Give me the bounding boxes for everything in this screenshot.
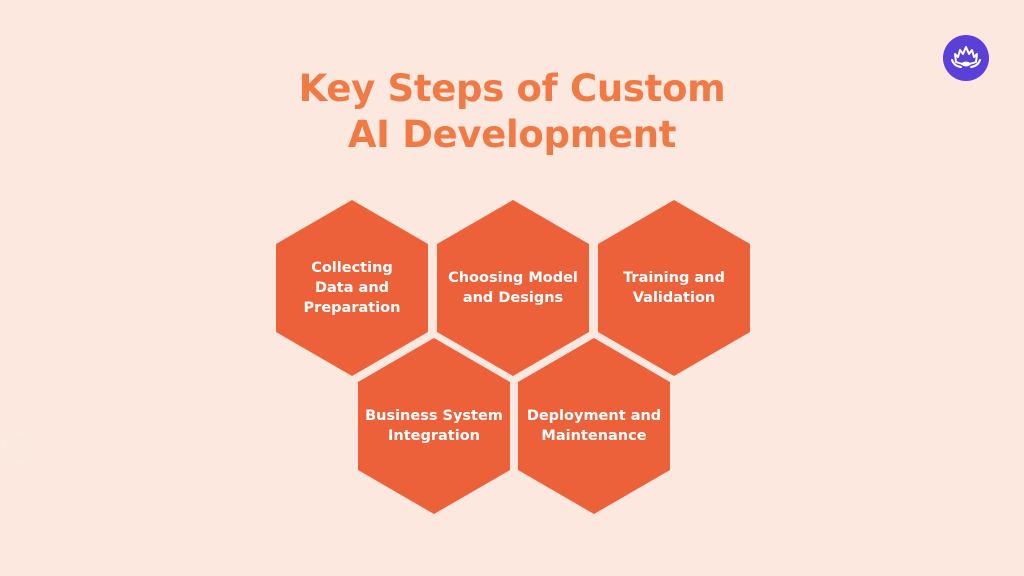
step-label: Business System Integration — [365, 408, 503, 444]
step-label: Choosing Model and Designs — [448, 270, 578, 306]
logo — [943, 35, 989, 81]
step-label: Collecting Data and Preparation — [303, 260, 401, 316]
step-hexagon-choosing-model: Choosing Model and Designs — [437, 200, 589, 376]
step-hexagon-business-integration: Business System Integration — [358, 338, 510, 514]
step-hexagon-deployment-maintenance: Deployment and Maintenance — [518, 338, 670, 514]
step-label: Deployment and Maintenance — [526, 408, 662, 444]
lotus-icon — [951, 46, 981, 68]
step-hexagon-training-validation: Training and Validation — [598, 200, 750, 376]
title-line-2: AI Development — [347, 113, 677, 156]
watermark-icon — [2, 432, 34, 464]
title-line-1: Key Steps of Custom — [298, 67, 726, 110]
page-title: Key Steps of Custom AI Development — [0, 66, 1024, 158]
step-hexagon-collecting-data: Collecting Data and Preparation — [276, 200, 428, 376]
step-label: Training and Validation — [623, 270, 725, 306]
